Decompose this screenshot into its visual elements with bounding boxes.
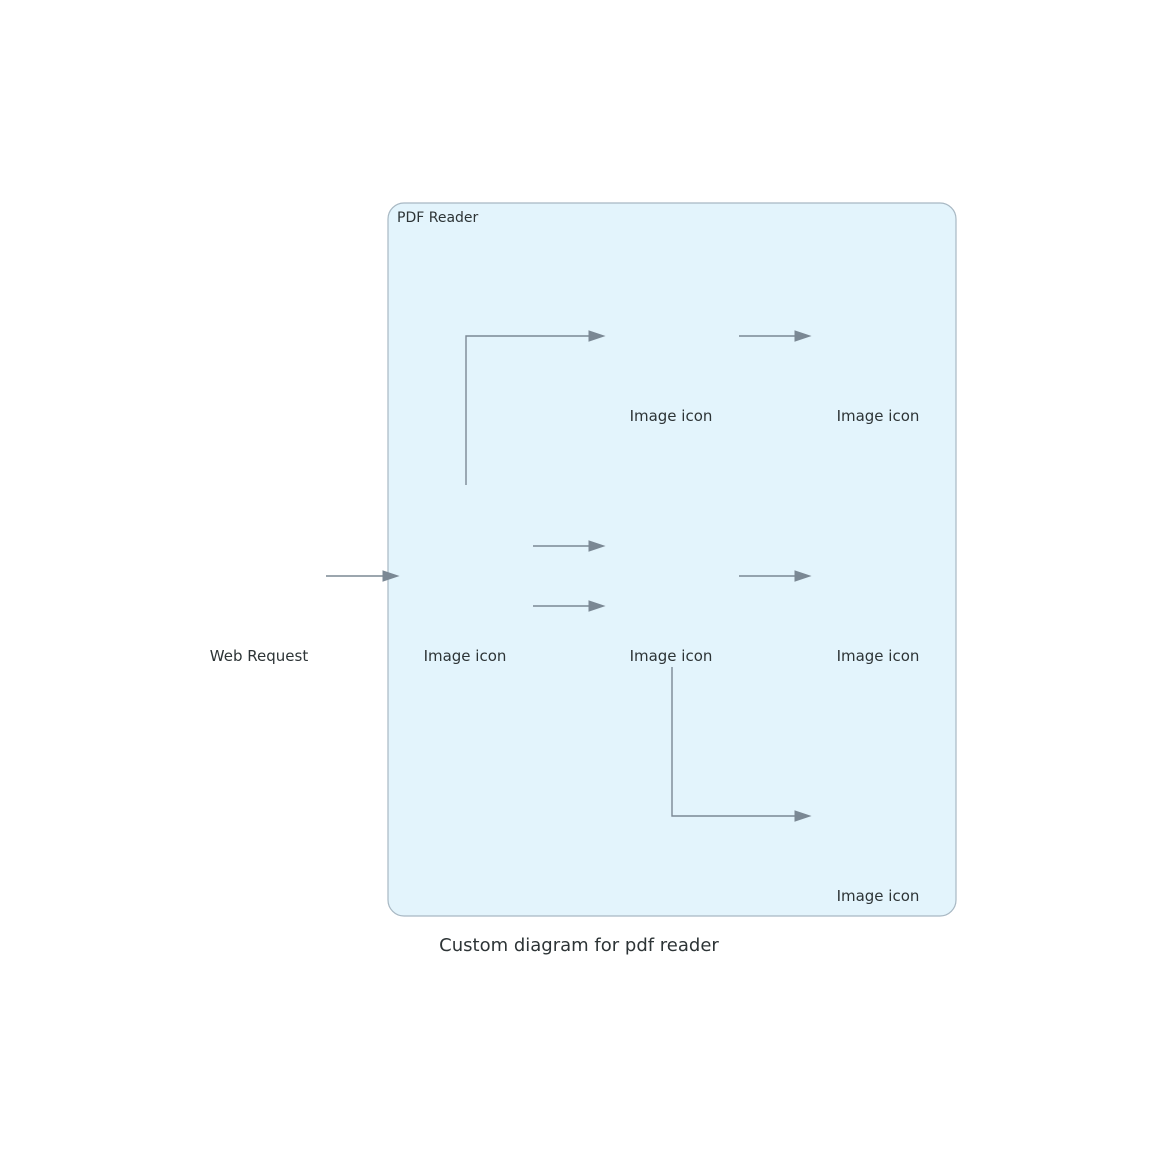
diagram-caption: Custom diagram for pdf reader <box>439 935 719 956</box>
cluster-pdf-reader: PDF Reader <box>387 202 957 917</box>
node-top-mid[interactable]: Image icon <box>620 280 724 425</box>
node-mid-mid[interactable]: Image icon <box>620 520 724 665</box>
node-label: Image icon <box>630 647 713 665</box>
arrowhead <box>794 570 812 582</box>
arrowhead <box>588 600 606 612</box>
edge-main-to-mid-mid-upper <box>533 540 606 552</box>
image-icon <box>414 520 518 632</box>
node-label: Image icon <box>837 647 920 665</box>
edge-mid-mid-to-mid-right <box>739 570 812 582</box>
image-icon <box>620 280 724 392</box>
node-main[interactable]: Image icon <box>414 520 518 665</box>
node-bottom-right[interactable]: Image icon <box>826 760 930 905</box>
node-label: Image icon <box>424 647 507 665</box>
image-icon <box>826 760 930 872</box>
arrowhead <box>794 330 812 342</box>
cluster-box <box>387 202 957 917</box>
node-label: Image icon <box>630 407 713 425</box>
node-label: Image icon <box>837 407 920 425</box>
cluster-label: PDF Reader <box>397 210 479 226</box>
image-icon <box>620 520 724 632</box>
image-icon <box>826 520 930 632</box>
node-web-request[interactable]: Web Request <box>208 520 312 665</box>
edge-main-to-mid-mid-lower <box>533 600 606 612</box>
node-mid-right[interactable]: Image icon <box>826 520 930 665</box>
arrowhead <box>382 570 400 582</box>
edge-top-mid-to-top-right <box>739 330 812 342</box>
node-label: Image icon <box>837 887 920 905</box>
image-icon <box>208 520 312 632</box>
edge-mid-mid-to-bottom-right <box>671 667 812 822</box>
image-icon <box>826 280 930 392</box>
arrowhead <box>794 810 812 822</box>
arrowhead <box>588 330 606 342</box>
arrowhead <box>588 540 606 552</box>
edges <box>326 330 812 822</box>
edge-web-request-to-main <box>326 570 400 582</box>
node-top-right[interactable]: Image icon <box>826 280 930 425</box>
edge-main-to-top-mid <box>465 330 606 485</box>
node-label: Web Request <box>210 647 309 665</box>
